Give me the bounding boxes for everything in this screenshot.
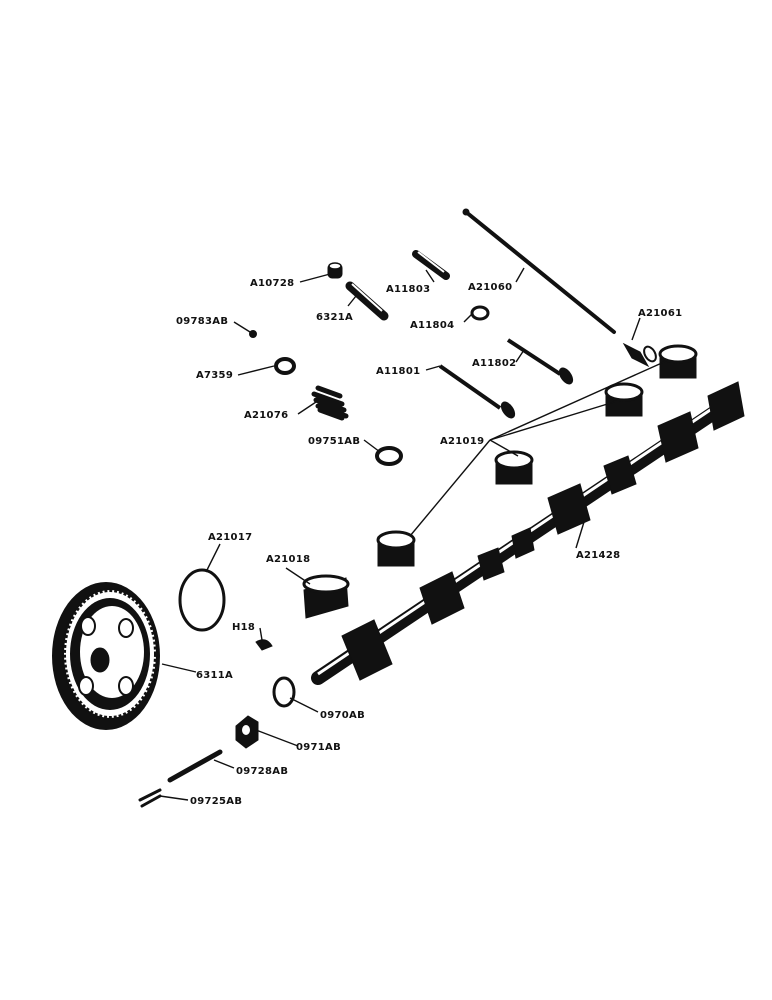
part-a11804-ring bbox=[470, 305, 490, 321]
label-a21019: A21019 bbox=[440, 436, 484, 447]
part-a21428-camshaft bbox=[311, 381, 745, 685]
part-a10728-screw bbox=[327, 262, 343, 279]
label-a21017: A21017 bbox=[208, 532, 252, 543]
label-h18: H18 bbox=[232, 622, 255, 633]
part-0970ab-washer bbox=[272, 676, 296, 708]
label-a21061: A21061 bbox=[638, 308, 682, 319]
part-6321a-lifter bbox=[345, 281, 389, 321]
part-a11802-valve bbox=[506, 338, 574, 385]
label-09783ab: 09783AB bbox=[176, 316, 228, 327]
part-09783ab-pin bbox=[249, 330, 257, 338]
part-a21061-rod-end bbox=[622, 342, 657, 368]
label-6321a: 6321A bbox=[316, 312, 353, 323]
part-09725ab-cotter bbox=[138, 788, 162, 808]
part-0971ab-nut bbox=[235, 715, 259, 749]
part-a21076-spring bbox=[311, 385, 349, 421]
part-a21019-bearing-1 bbox=[658, 344, 698, 379]
part-09728ab-stud bbox=[167, 749, 223, 783]
part-a11801-valve bbox=[438, 364, 516, 419]
label-a10728: A10728 bbox=[250, 278, 294, 289]
label-09751ab: 09751AB bbox=[308, 436, 360, 447]
label-a21428: A21428 bbox=[576, 550, 620, 561]
label-a21060: A21060 bbox=[468, 282, 512, 293]
part-a21017-thrust-washer bbox=[178, 568, 226, 632]
label-09725ab: 09725AB bbox=[190, 796, 242, 807]
part-a21060-pushrod bbox=[462, 208, 616, 334]
label-a21018: A21018 bbox=[266, 554, 310, 565]
label-a11804: A11804 bbox=[410, 320, 454, 331]
part-a11803-guide bbox=[412, 250, 450, 280]
part-labels: A10728 6321A 09783AB A7359 A21076 09751A… bbox=[176, 278, 682, 807]
leader-lines bbox=[159, 267, 665, 801]
part-09751ab-washer bbox=[375, 446, 403, 466]
label-a21076: A21076 bbox=[244, 410, 288, 421]
part-a21018-front-bearing bbox=[302, 574, 350, 619]
part-a21019-bearing-2 bbox=[604, 382, 644, 417]
part-a21019-bearing-4 bbox=[376, 530, 416, 567]
part-a21019-bearing-3 bbox=[494, 450, 534, 485]
label-a11801: A11801 bbox=[376, 366, 420, 377]
part-a7359-retainer bbox=[274, 357, 296, 375]
label-09728ab: 09728AB bbox=[236, 766, 288, 777]
label-0970ab: 0970AB bbox=[320, 710, 365, 721]
label-0971ab: 0971AB bbox=[296, 742, 341, 753]
part-h18-key bbox=[255, 639, 273, 651]
label-a11802: A11802 bbox=[472, 358, 516, 369]
label-6311a: 6311A bbox=[196, 670, 233, 681]
label-a7359: A7359 bbox=[196, 370, 233, 381]
part-6311a-gear bbox=[52, 582, 160, 730]
label-a11803: A11803 bbox=[386, 284, 430, 295]
